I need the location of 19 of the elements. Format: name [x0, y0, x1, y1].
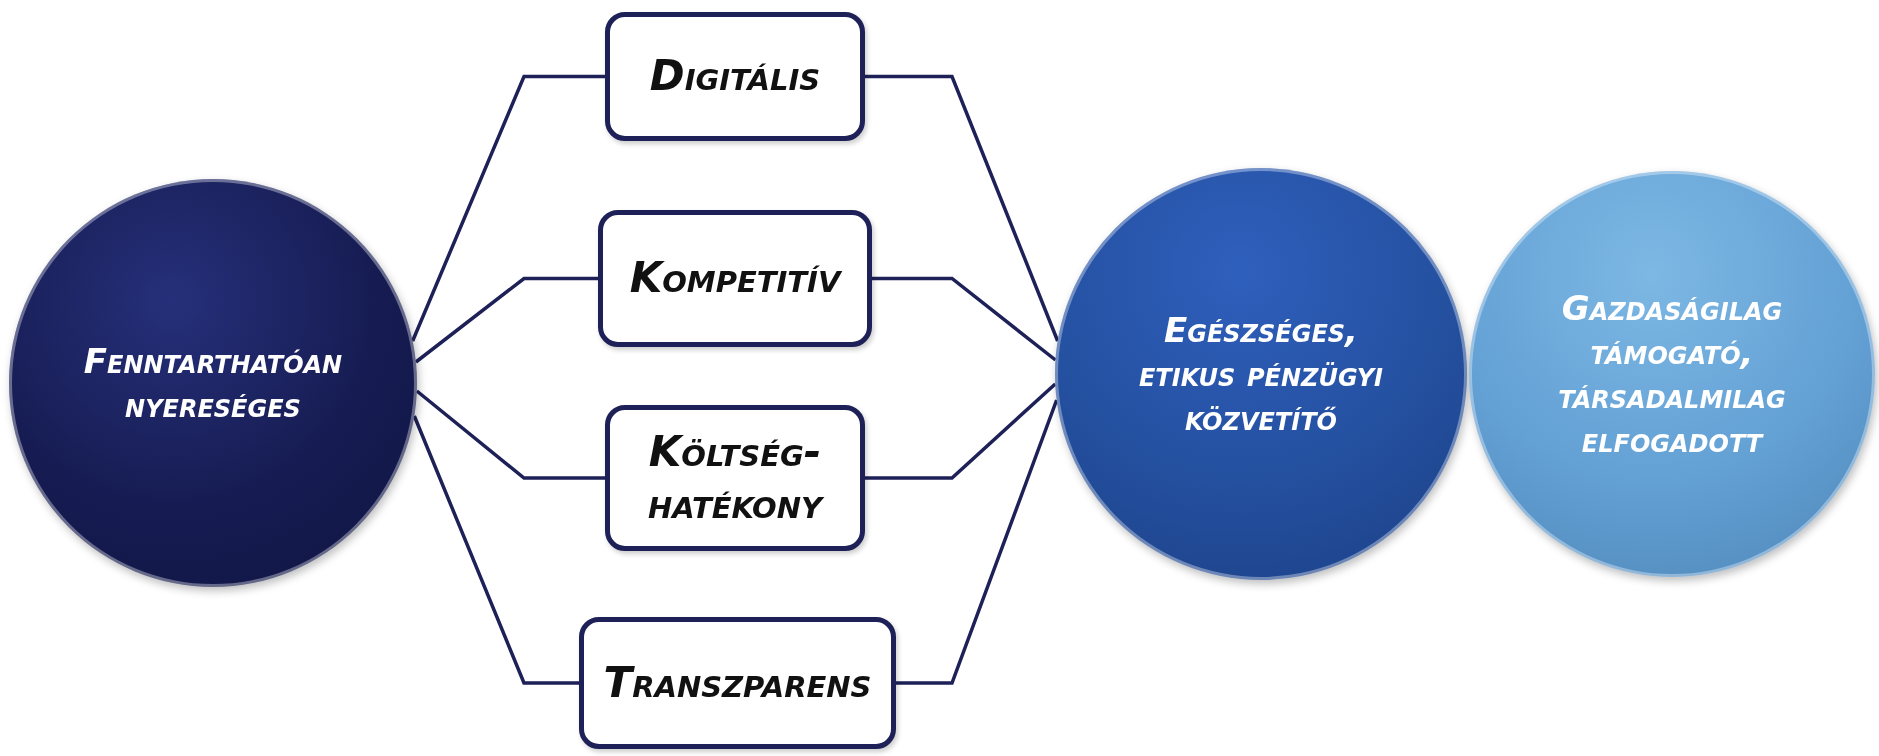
- node-text: Transzparens: [603, 656, 872, 709]
- node-text: Gazdaságilag támogató, társadalmilag elfogadott: [1557, 286, 1787, 463]
- connector-line: [872, 276, 1057, 362]
- connector-line: [414, 276, 598, 364]
- connector-line: [415, 389, 605, 480]
- connector-line: [412, 415, 579, 685]
- node-text: Kompetitív: [629, 252, 841, 305]
- process-box: [605, 12, 865, 141]
- node-text: Költség- hatékony: [646, 425, 825, 530]
- connector-line: [411, 74, 605, 342]
- connector-line: [865, 382, 1057, 480]
- process-box: [598, 210, 872, 347]
- node-text: Fenntarthatóan nyereséges: [82, 339, 344, 427]
- node-text: Egészséges, etikus pénzügyi közvetítő: [1137, 308, 1384, 441]
- process-box: [579, 617, 896, 749]
- connector-line: [896, 399, 1059, 685]
- process-box: [605, 405, 865, 551]
- node-text: Digitális: [649, 50, 821, 103]
- connector-line: [865, 74, 1060, 342]
